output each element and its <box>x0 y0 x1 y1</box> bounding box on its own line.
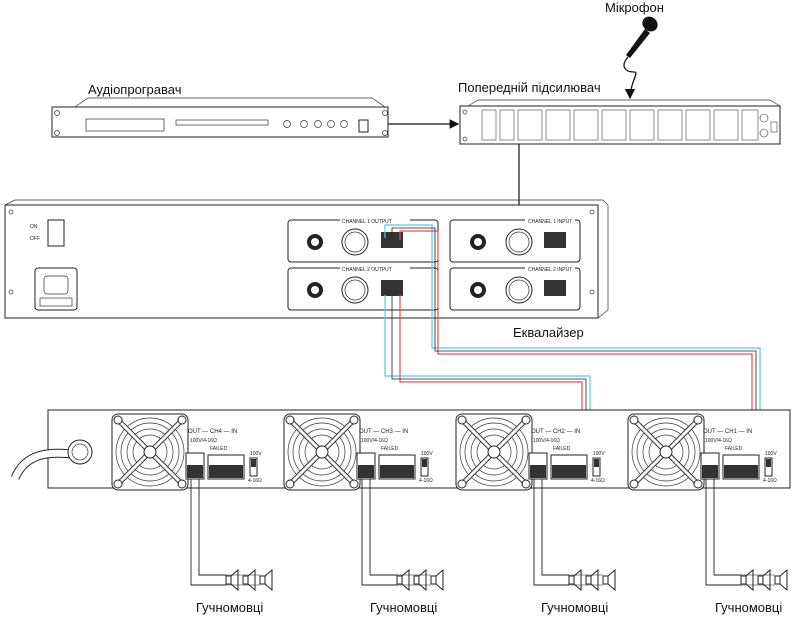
switch-top-label: 100V <box>421 451 433 457</box>
channel-rating: 100V/4-16Ω <box>533 438 560 444</box>
speakers-label: Гучномовці <box>715 600 782 615</box>
amplifier-channel-4: OUT — CH4 — IN 100V/4-16Ω FAILED 100V 4-16Ω Г… <box>185 429 273 615</box>
off-label: OFF <box>30 236 40 242</box>
speaker-icon <box>413 569 427 591</box>
speaker-icon <box>740 569 754 591</box>
failed-label: FAILED <box>210 446 228 452</box>
failed-label: FAILED <box>381 446 399 452</box>
channel-rating: 100V/4-16Ω <box>361 438 388 444</box>
speakers-label: Гучномовці <box>370 600 437 615</box>
channel-title: OUT — CH3 — IN <box>359 429 408 435</box>
power-inlet <box>34 267 78 311</box>
equalizer-label: Еквалайзер <box>513 325 584 340</box>
speakers-label: Гучномовці <box>541 600 608 615</box>
channel-2-input-label: CHANNEL 2 INPUT <box>528 267 572 273</box>
speaker-icon <box>430 569 444 591</box>
switch-top-label: 100V <box>765 451 777 457</box>
speaker-icon <box>225 569 239 591</box>
speakers-label: Гучномовці <box>196 600 263 615</box>
speaker-icon <box>259 569 273 591</box>
channel-title: OUT — CH4 — IN <box>188 429 237 435</box>
channel-1-input-label: CHANNEL 1 INPUT <box>528 219 572 225</box>
speaker-icon <box>774 569 788 591</box>
on-label: ON <box>30 224 38 230</box>
speaker-icon <box>396 569 410 591</box>
channel-2-output-label: CHANNEL 2 OUTPUT <box>342 267 392 273</box>
channel-1-output-label: CHANNEL 1 OUTPUT <box>342 219 392 225</box>
channel-title: OUT — CH2 — IN <box>531 429 580 435</box>
failed-label: FAILED <box>553 446 571 452</box>
speaker-icon <box>242 569 256 591</box>
microphone-label: Мікрофон <box>605 0 664 15</box>
equalizer-device: ON OFF CHANNEL 1 OUTPUT CHANNEL 2 OUTPUT… <box>4 199 609 319</box>
speaker-icon <box>757 569 771 591</box>
power-amplifier-device <box>10 409 791 490</box>
speaker-icon <box>602 569 616 591</box>
switch-top-label: 100V <box>593 451 605 457</box>
audio-player-device <box>51 97 389 138</box>
failed-label: FAILED <box>725 446 743 452</box>
power-switch[interactable] <box>47 219 65 247</box>
channel-rating: 100V/4-16Ω <box>705 438 732 444</box>
amplifier-channel-2: OUT — CH2 — IN 100V/4-16Ω FAILED 100V 4-16Ω Г… <box>528 429 616 615</box>
speaker-icon <box>585 569 599 591</box>
amplifier-channel-1: OUT — CH1 — IN 100V/4-16Ω FAILED 100V 4-16Ω Г… <box>700 429 788 615</box>
switch-bottom-label: 4-16Ω <box>248 478 262 484</box>
audio-player-label: Аудіопрогравач <box>88 82 181 97</box>
switch-bottom-label: 4-16Ω <box>419 478 433 484</box>
switch-bottom-label: 4-16Ω <box>591 478 605 484</box>
channel-rating: 100V/4-16Ω <box>190 438 217 444</box>
amplifier-channel-3: OUT — CH3 — IN 100V/4-16Ω FAILED 100V 4-16Ω Г… <box>356 429 444 615</box>
speaker-icon <box>568 569 582 591</box>
microphone-icon <box>623 16 658 100</box>
preamplifier-device <box>459 99 781 145</box>
switch-top-label: 100V <box>250 451 262 457</box>
switch-bottom-label: 4-16Ω <box>763 478 777 484</box>
preamplifier-label: Попередній підсилювач <box>458 80 601 95</box>
channel-title: OUT — CH1 — IN <box>703 429 752 435</box>
